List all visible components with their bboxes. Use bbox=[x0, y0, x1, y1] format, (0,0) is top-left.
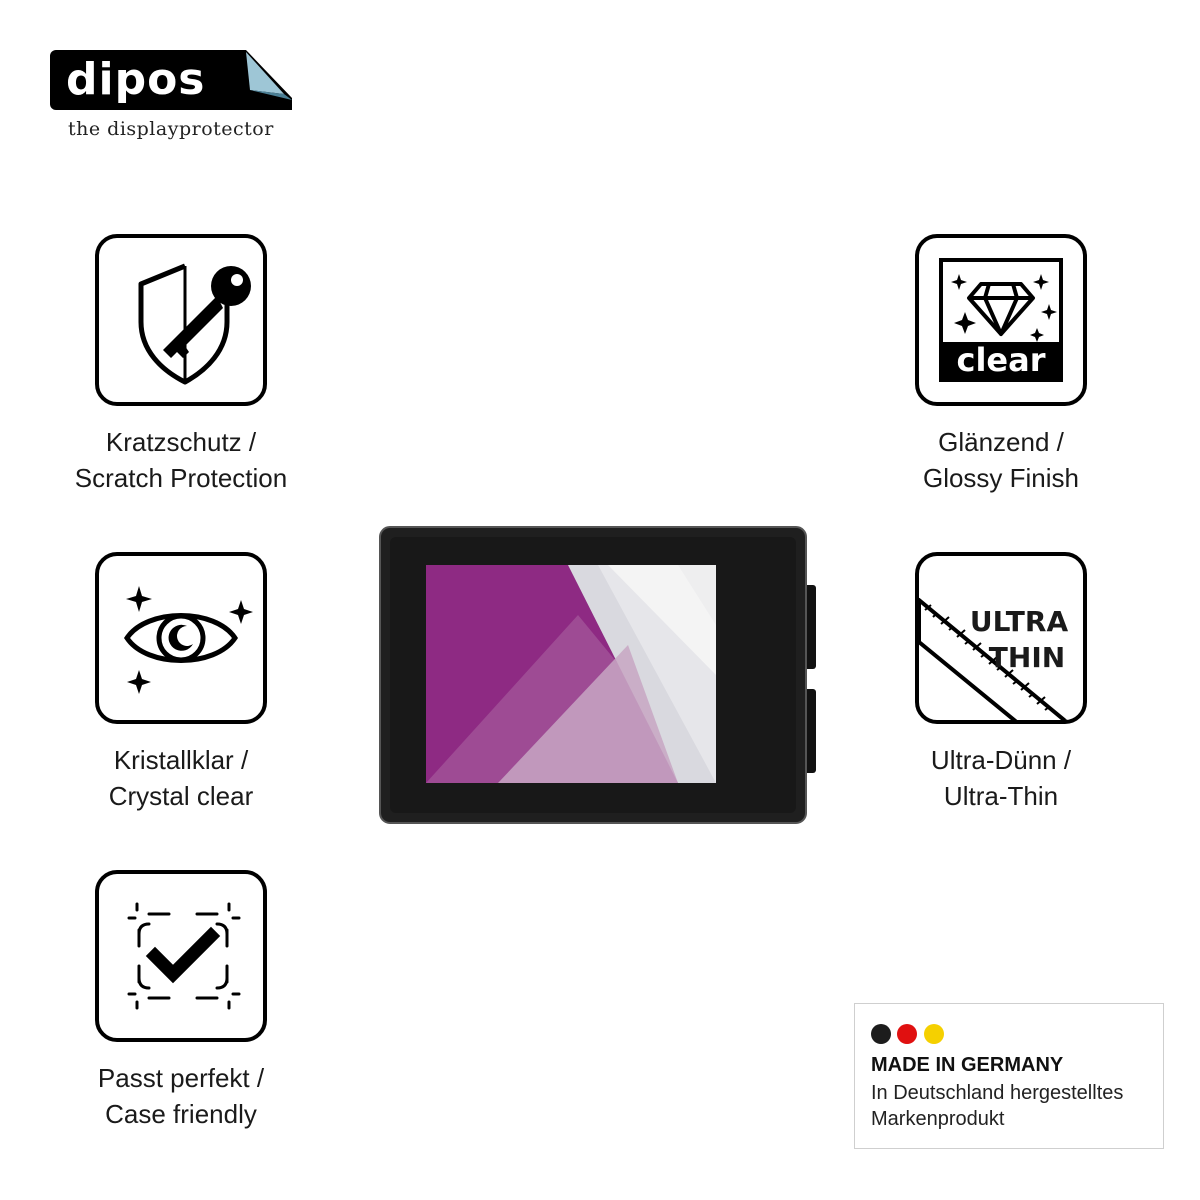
made-in-germany-badge: MADE IN GERMANY In Deutschland hergestel… bbox=[854, 1003, 1164, 1149]
logo-wordmark: dipos bbox=[66, 54, 206, 105]
shield-key-icon bbox=[138, 263, 251, 385]
flag-dot-black bbox=[871, 1024, 891, 1044]
feature-icon-frame bbox=[95, 234, 267, 406]
feature-caption-en: Ultra-Thin bbox=[943, 781, 1059, 811]
feature-caption-en: Crystal clear bbox=[108, 781, 254, 811]
feature-caption-en: Glossy Finish bbox=[922, 463, 1080, 493]
flag-dot-red bbox=[897, 1024, 918, 1044]
made-in-germany-title: MADE IN GERMANY bbox=[871, 1054, 1064, 1076]
feature-caption-de: Glänzend / bbox=[938, 427, 1064, 457]
feature-caption-de: Passt perfekt / bbox=[97, 1063, 265, 1093]
ultra-badge-text: ULTRA bbox=[969, 605, 1069, 638]
feature-case-friendly: Passt perfekt / Case friendly bbox=[51, 870, 311, 1132]
feature-caption-en: Scratch Protection bbox=[74, 463, 288, 493]
camera-screen bbox=[426, 565, 716, 783]
ruler-icon bbox=[919, 598, 1068, 720]
feature-ultra-thin: ULTRA THIN Ultra-Dünn / Ultra-Thin bbox=[871, 552, 1131, 814]
feature-crystal-clear: Kristallklar / Crystal clear bbox=[51, 552, 311, 814]
flag-dot-gold bbox=[923, 1024, 944, 1044]
diamond-clear-icon bbox=[939, 258, 1063, 382]
thin-badge-text: THIN bbox=[988, 641, 1066, 674]
peel-corner-icon bbox=[240, 50, 292, 110]
feature-caption-en: Case friendly bbox=[105, 1099, 257, 1129]
german-flag-dots bbox=[871, 1024, 946, 1049]
eye-sparkle-icon bbox=[123, 586, 253, 694]
checkmark-frame-icon bbox=[127, 902, 241, 1010]
feature-icon-frame: clear bbox=[915, 234, 1087, 406]
feature-icon-frame bbox=[95, 552, 267, 724]
made-in-germany-line2: Markenprodukt bbox=[871, 1108, 1005, 1130]
feature-caption-de: Ultra-Dünn / bbox=[930, 745, 1072, 775]
feature-caption-de: Kristallklar / bbox=[113, 745, 249, 775]
feature-glossy-finish: clear Glänzend / Glossy Finish bbox=[871, 234, 1131, 496]
feature-icon-frame bbox=[95, 870, 267, 1042]
clear-badge-text: clear bbox=[956, 341, 1046, 379]
feature-icon-frame: ULTRA THIN bbox=[915, 552, 1087, 724]
brand-tagline: the displayprotector bbox=[68, 118, 274, 140]
brand-logo: dipos bbox=[50, 50, 294, 112]
made-in-germany-line1: In Deutschland hergestelltes bbox=[871, 1082, 1124, 1104]
feature-scratch-protection: Kratzschutz / Scratch Protection bbox=[51, 234, 311, 496]
feature-caption-de: Kratzschutz / bbox=[105, 427, 257, 457]
logo-box: dipos bbox=[50, 50, 246, 110]
action-camera-display bbox=[379, 526, 816, 824]
